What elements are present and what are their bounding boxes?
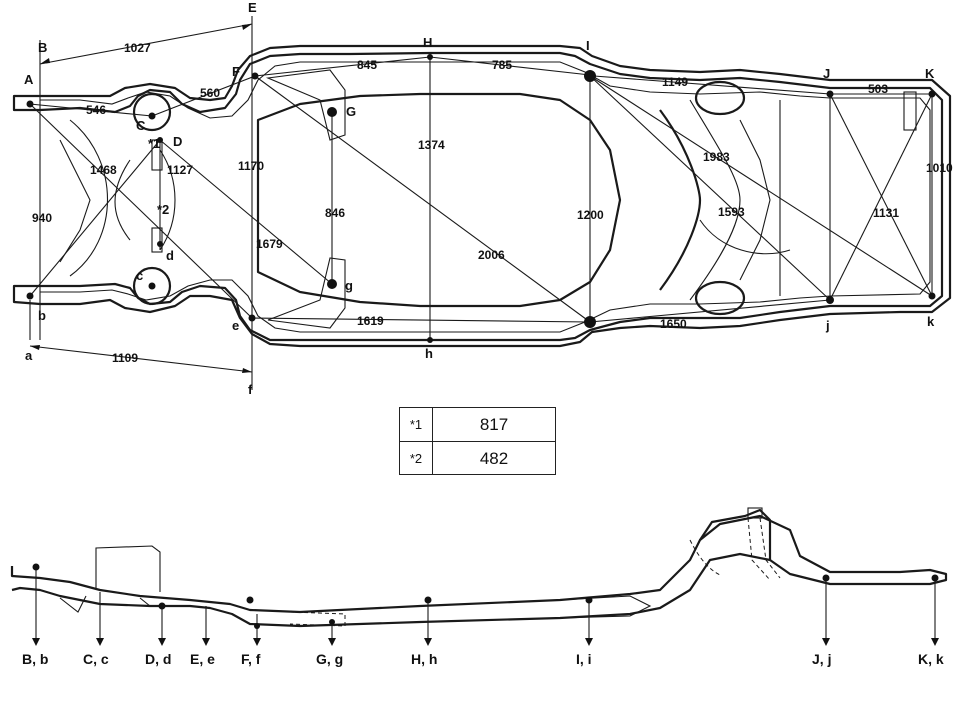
point-j xyxy=(826,90,834,98)
dim-1593: 1593 xyxy=(718,205,745,219)
frame-side-view xyxy=(10,507,948,628)
dim-785: 785 xyxy=(492,58,512,72)
dim-1027: 1027 xyxy=(124,41,151,55)
point-e-lower xyxy=(248,314,256,322)
notes-row-1: *1 817 xyxy=(400,408,555,441)
dim-503: 503 xyxy=(868,82,888,96)
notes-table: *1 817 *2 482 xyxy=(399,407,556,475)
dim-546: 546 xyxy=(86,103,106,117)
side-points xyxy=(32,563,939,629)
point-d-lower xyxy=(157,241,163,247)
side-label-e: E, e xyxy=(190,651,215,667)
side-label-d: D, d xyxy=(145,651,171,667)
dim-1468: 1468 xyxy=(90,163,117,177)
note-key-2: *2 xyxy=(400,442,433,475)
reference-lines xyxy=(29,16,933,390)
label-k: k xyxy=(927,314,935,329)
dim-1127: 1127 xyxy=(167,163,193,177)
point-k-lower xyxy=(928,292,936,300)
label-e: e xyxy=(232,318,239,333)
point-f xyxy=(251,72,259,80)
notes-row-2: *2 482 xyxy=(400,441,555,475)
label-I: I xyxy=(586,38,590,53)
label-c: c xyxy=(136,268,143,283)
label-h: h xyxy=(425,346,433,361)
point-g-lower xyxy=(327,279,337,289)
side-label-c: C, c xyxy=(83,651,109,667)
dim-1010: 1010 xyxy=(926,161,953,175)
frame-top-view xyxy=(12,44,952,348)
note-key-1: *1 xyxy=(400,408,433,441)
side-labels: B, b C, c D, d E, e F, f G, g H, h I, i … xyxy=(22,651,944,667)
dim-1200: 1200 xyxy=(577,208,604,222)
dim-560: 560 xyxy=(200,86,220,100)
label-note1: *1 xyxy=(148,136,160,151)
label-f: f xyxy=(248,382,253,397)
label-g: g xyxy=(345,278,353,293)
dim-1679: 1679 xyxy=(256,237,283,251)
dim-1131: 1131 xyxy=(873,206,899,220)
dim-2006: 2006 xyxy=(478,248,505,262)
label-B: B xyxy=(38,40,47,55)
dim-1170: 1170 xyxy=(238,159,264,173)
label-a: a xyxy=(25,348,33,363)
label-C: C xyxy=(136,118,146,133)
label-j: j xyxy=(825,318,830,333)
label-J: J xyxy=(823,66,830,81)
side-label-i: I, i xyxy=(576,651,592,667)
side-label-f: F, f xyxy=(241,651,261,667)
point-j-lower xyxy=(826,296,834,304)
dim-1109: 1109 xyxy=(112,351,138,365)
dim-1619: 1619 xyxy=(357,314,384,328)
point-h-lower xyxy=(427,337,433,343)
label-F: F xyxy=(232,64,240,79)
point-a-upper xyxy=(26,100,34,108)
dim-940: 940 xyxy=(32,211,52,225)
side-label-g: G, g xyxy=(316,651,343,667)
dim-1650: 1650 xyxy=(660,317,687,331)
side-label-j: J, j xyxy=(812,651,831,667)
label-G: G xyxy=(346,104,356,119)
label-note2: *2 xyxy=(157,202,169,217)
label-K: K xyxy=(925,66,935,81)
point-h xyxy=(427,54,433,60)
point-k xyxy=(928,90,936,98)
point-c-lower xyxy=(148,282,156,290)
point-b-lower xyxy=(26,292,34,300)
label-d: d xyxy=(166,248,174,263)
dimension-labels: 1027 1109 845 785 1149 503 546 560 940 1… xyxy=(32,41,953,365)
label-b: b xyxy=(38,308,46,323)
note-value-2: 482 xyxy=(479,448,509,468)
label-D: D xyxy=(173,134,182,149)
label-E: E xyxy=(248,0,257,15)
side-label-k: K, k xyxy=(918,651,944,667)
measurement-lines xyxy=(29,23,933,373)
dim-846: 846 xyxy=(325,206,345,220)
note-value-1: 817 xyxy=(479,414,509,434)
side-label-b: B, b xyxy=(22,651,48,667)
side-reference-arrows xyxy=(32,568,939,646)
point-i xyxy=(584,70,596,82)
point-i-lower xyxy=(584,316,596,328)
point-labels: A B C D E F G H I J K a b c d e f g h j … xyxy=(24,0,935,397)
dim-845: 845 xyxy=(357,58,377,72)
point-c-upper xyxy=(148,112,156,120)
dim-1983: 1983 xyxy=(703,150,730,164)
side-label-h: H, h xyxy=(411,651,437,667)
measurement-points xyxy=(26,54,936,343)
dim-1149: 1149 xyxy=(662,75,688,89)
point-g xyxy=(327,107,337,117)
label-H: H xyxy=(423,35,432,50)
point-d-upper xyxy=(157,137,163,143)
label-A: A xyxy=(24,72,34,87)
dim-1374: 1374 xyxy=(418,138,445,152)
